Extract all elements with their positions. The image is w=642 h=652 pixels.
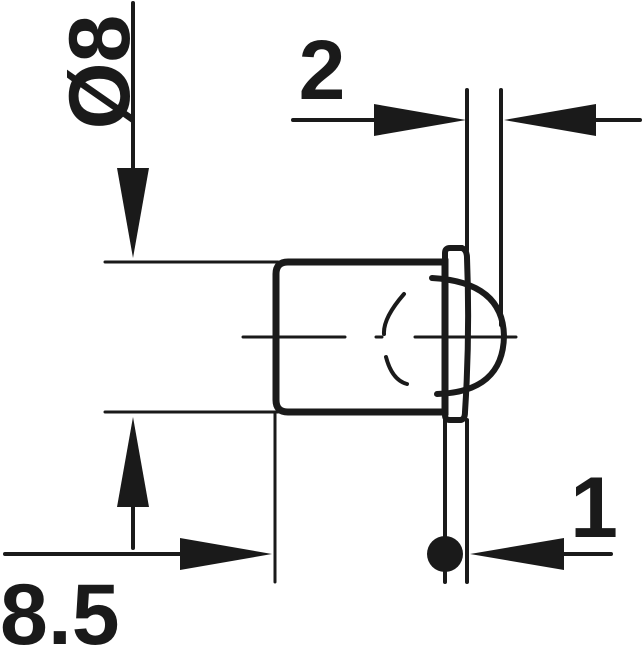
protrusion-dimension [427,418,613,584]
diameter-label: Ø8 [52,15,148,130]
arrow-up-icon [117,417,149,507]
head-width-label: 2 [299,23,346,117]
arrow-left-icon [504,104,596,136]
length-dimension [3,410,277,584]
head-width-dimension [291,88,642,327]
diameter-dimension [103,1,280,550]
length-label: 8.5 [0,567,120,652]
protrusion-label: 1 [570,460,618,556]
reference-point-icon [427,536,463,572]
arrow-left-icon [470,538,564,570]
arrow-right-icon [374,104,466,136]
part-body [241,245,518,423]
arrow-down-icon [117,168,149,258]
arrow-right-icon [180,538,272,570]
